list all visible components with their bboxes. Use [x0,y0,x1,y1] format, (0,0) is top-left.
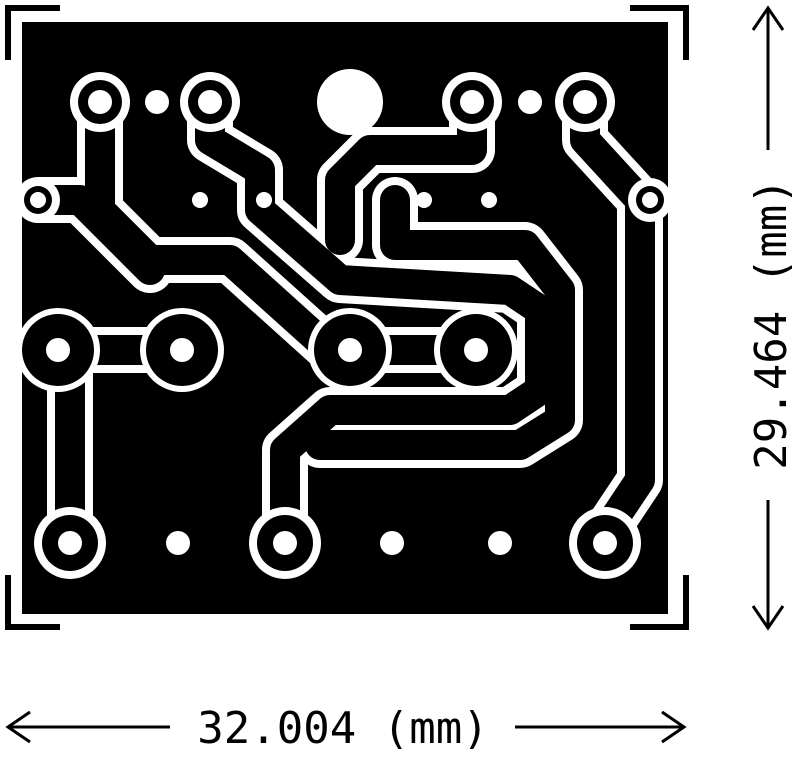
height-arrow-bottom [751,605,785,631]
drill-hole [46,338,70,362]
corner-mark-top-right [630,5,689,60]
drill-hole [518,90,542,114]
drill-hole [192,192,208,208]
drill-hole [30,192,46,208]
trace-8 [305,185,575,460]
drill-hole [416,192,432,208]
drill-hole [273,531,297,555]
drill-hole [642,192,658,208]
trace-4 [325,85,487,255]
drill-hole [170,338,194,362]
drill-hole [58,531,82,555]
drill-hole [481,192,497,208]
drill-hole [198,90,222,114]
mounting-hole [317,69,383,135]
drill-hole [256,192,272,208]
height-arrow-top [751,5,785,31]
height-dimension-label: 29.464 (mm) [746,178,797,469]
width-arrow-left [5,710,31,744]
drill-hole [380,531,404,555]
drill-hole [145,90,169,114]
drill-hole [573,90,597,114]
drill-hole-group [30,69,658,555]
drill-hole [464,338,488,362]
corner-mark-bottom-right [630,575,689,630]
width-dimension-label: 32.004 (mm) [197,703,488,754]
drill-hole [488,531,512,555]
corner-mark-bottom-left [5,575,60,630]
trace-3 [195,85,555,555]
corner-mark-top-left [5,5,60,60]
drill-hole [593,531,617,555]
drill-hole [460,90,484,114]
drill-hole [166,531,190,555]
drill-hole [88,90,112,114]
corner-marks [5,5,689,630]
width-dimension: 32.004 (mm) [5,703,687,754]
height-dimension: 29.464 (mm) [746,5,797,631]
drill-hole [338,338,362,362]
width-arrow-right [661,710,687,744]
